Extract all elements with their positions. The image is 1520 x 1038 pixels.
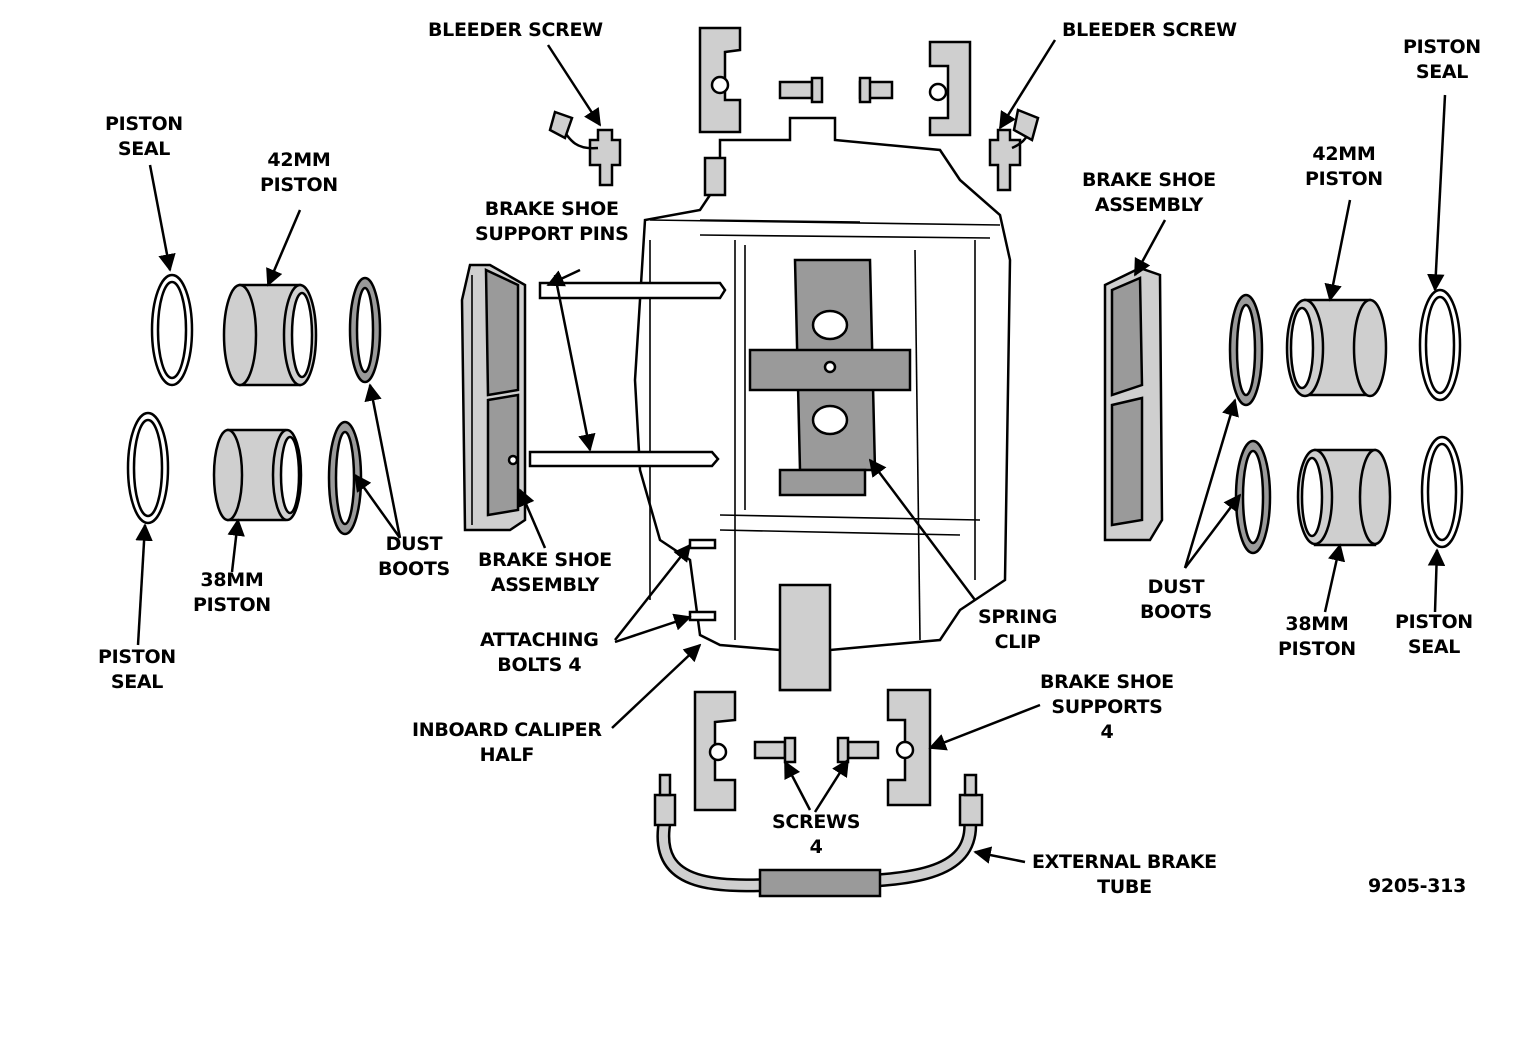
label-piston-seal-bottom-left: PISTON SEAL [98, 646, 176, 693]
label-piston-seal-top-right: PISTON SEAL [1403, 36, 1481, 83]
external-brake-tube [653, 773, 984, 898]
bleeder-screws [548, 108, 1040, 192]
label-shoe-assembly-right: BRAKE SHOE ASSEMBLY [1082, 169, 1216, 216]
label-piston-seal-top-left: PISTON SEAL [105, 113, 183, 160]
label-spring-clip: SPRING CLIP [978, 606, 1058, 653]
label-dust-boots-right: DUST BOOTS [1140, 576, 1212, 623]
label-external-brake-tube: EXTERNAL BRAKE TUBE [1032, 851, 1217, 898]
right-piston-set [1228, 288, 1464, 555]
label-support-pins: BRAKE SHOE SUPPORT PINS [475, 198, 629, 245]
label-shoe-assembly-left: BRAKE SHOE ASSEMBLY [478, 549, 612, 596]
top-supports [698, 26, 972, 137]
label-dust-boots-left: DUST BOOTS [378, 533, 450, 580]
label-inboard-caliper-half: INBOARD CALIPER HALF [412, 719, 602, 766]
label-screws: SCREWS 4 [772, 811, 861, 858]
label-bleeder-screw-right: BLEEDER SCREW [1062, 19, 1237, 41]
bottom-supports [693, 688, 932, 812]
label-brake-shoe-supports: BRAKE SHOE SUPPORTS 4 [1040, 671, 1174, 743]
left-piston-set [126, 273, 382, 536]
label-38mm-piston-left: 38MM PISTON [193, 569, 271, 616]
inboard-block [688, 538, 832, 692]
label-attaching-bolts: ATTACHING BOLTS 4 [480, 629, 599, 676]
label-42mm-piston-left: 42MM PISTON [260, 149, 338, 196]
right-shoe-assembly [1103, 266, 1164, 542]
label-38mm-piston-right: 38MM PISTON [1278, 613, 1356, 660]
label-bleeder-screw-left: BLEEDER SCREW [428, 19, 603, 41]
figure-id: 9205-313 [1368, 875, 1467, 897]
label-piston-seal-bottom-right: PISTON SEAL [1395, 611, 1473, 658]
label-42mm-piston-right: 42MM PISTON [1305, 143, 1383, 190]
support-pins [528, 281, 727, 468]
leader-lines [135, 39, 1447, 864]
left-shoe-assembly [460, 263, 527, 532]
